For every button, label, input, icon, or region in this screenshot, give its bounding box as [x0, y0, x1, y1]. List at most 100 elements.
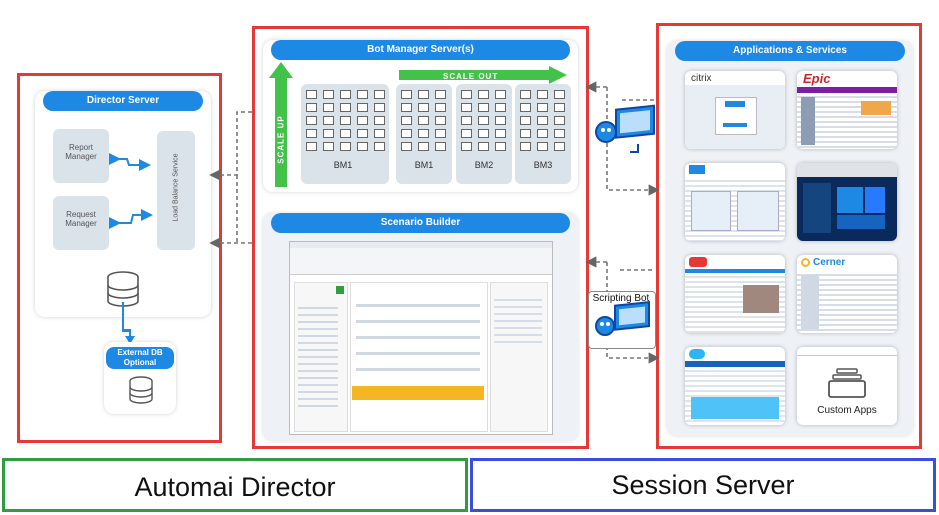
server-icon [478, 129, 489, 138]
server-icon [340, 116, 351, 125]
server-icon [340, 103, 351, 112]
server-icon [495, 90, 506, 99]
robot-icon-bottom [595, 301, 650, 336]
server-icon [374, 116, 385, 125]
server-icon [537, 116, 548, 125]
server-icon [478, 90, 489, 99]
bot-manager-title: Bot Manager Server(s) [271, 40, 570, 60]
automai-director-label-box: Automai Director [2, 458, 468, 512]
db-down-arrow [122, 302, 135, 344]
server-icon [495, 103, 506, 112]
server-icon [323, 90, 334, 99]
server-icon [435, 116, 446, 125]
server-icon [495, 142, 506, 151]
office-thumbnail [685, 255, 785, 333]
server-icon [478, 142, 489, 151]
scenario-builder-screenshot [289, 241, 553, 435]
server-icon [401, 142, 412, 151]
epic-logo: Epic [803, 71, 831, 86]
salesforce-thumbnail [685, 347, 785, 425]
server-icon [495, 129, 506, 138]
server-icon [554, 142, 565, 151]
server-icon [461, 103, 472, 112]
server-icon [374, 103, 385, 112]
server-icon [537, 90, 548, 99]
server-icon [520, 129, 531, 138]
server-icon [418, 129, 429, 138]
server-icon [554, 116, 565, 125]
server-icon [461, 90, 472, 99]
cerner-thumbnail: Cerner [797, 255, 897, 333]
server-icon [357, 116, 368, 125]
server-icon [554, 90, 565, 99]
request-manager-box: Request Manager [53, 196, 109, 250]
external-db-panel: External DB Optional [104, 342, 176, 414]
server-icon [340, 142, 351, 151]
session-server-label-box: Session Server [470, 458, 936, 512]
server-icon [418, 116, 429, 125]
epic-thumbnail: Epic [797, 71, 897, 149]
director-server-title: Director Server [43, 91, 203, 111]
server-icon [306, 90, 317, 99]
scenario-builder-panel: Scenario Builder [263, 213, 578, 441]
database-icon [107, 271, 139, 307]
load-balance-box: Load Balance Service [157, 131, 195, 250]
server-icon [418, 103, 429, 112]
server-icon [537, 142, 548, 151]
server-icon [495, 116, 506, 125]
bm-label-1: BM1 [333, 160, 353, 170]
scale-up-arrow [269, 62, 293, 187]
scenario-builder-title: Scenario Builder [271, 213, 570, 233]
server-icon [461, 129, 472, 138]
session-server-label: Session Server [611, 470, 795, 500]
bm-label-2: BM1 [414, 160, 434, 170]
windows-thumbnail [797, 163, 897, 241]
server-icon [520, 116, 531, 125]
server-icon [435, 103, 446, 112]
applications-panel: Applications & Services citrix Epic [667, 41, 913, 436]
server-icon [554, 129, 565, 138]
server-icon [537, 129, 548, 138]
applications-title: Applications & Services [675, 41, 905, 61]
server-icon [306, 103, 317, 112]
server-icon [306, 129, 317, 138]
scripting-bot-label: Scripting Bot [592, 293, 650, 304]
report-manager-label: Report Manager [65, 143, 97, 161]
server-icon [435, 142, 446, 151]
bot-manager-panel: Bot Manager Server(s) SCALE UP SCALE OUT… [263, 40, 578, 192]
director-server-panel: Director Server Report Manager Request M… [35, 91, 211, 332]
external-db-label: External DB Optional [106, 347, 174, 369]
scale-out-arrow [399, 66, 567, 84]
custom-apps-thumbnail: Custom Apps [797, 347, 897, 425]
server-icon [357, 90, 368, 99]
server-icon [357, 142, 368, 151]
server-icon [340, 129, 351, 138]
cerner-logo: Cerner [813, 257, 846, 268]
server-icon [520, 90, 531, 99]
director-frame [17, 73, 222, 443]
server-icon [357, 129, 368, 138]
server-icon [478, 103, 489, 112]
server-icon [306, 142, 317, 151]
custom-apps-label: Custom Apps [817, 405, 877, 416]
server-icon [323, 142, 334, 151]
automai-director-label: Automai Director [134, 472, 336, 502]
bot-manager-frame [252, 26, 589, 449]
server-icon [418, 90, 429, 99]
server-icon [401, 90, 412, 99]
bm-label-4: BM3 [533, 160, 553, 170]
server-icon [435, 90, 446, 99]
robot-icon-top [595, 104, 655, 153]
server-icon [323, 103, 334, 112]
server-icon [478, 116, 489, 125]
server-icon [461, 142, 472, 151]
request-manager-label: Request Manager [65, 210, 97, 228]
scale-out-label: SCALE OUT [443, 72, 499, 81]
stack-icon [828, 368, 866, 398]
server-icon [306, 116, 317, 125]
server-icon [401, 129, 412, 138]
sap-thumbnail [685, 163, 785, 241]
server-icon [520, 103, 531, 112]
server-icon [357, 103, 368, 112]
server-icon [374, 129, 385, 138]
